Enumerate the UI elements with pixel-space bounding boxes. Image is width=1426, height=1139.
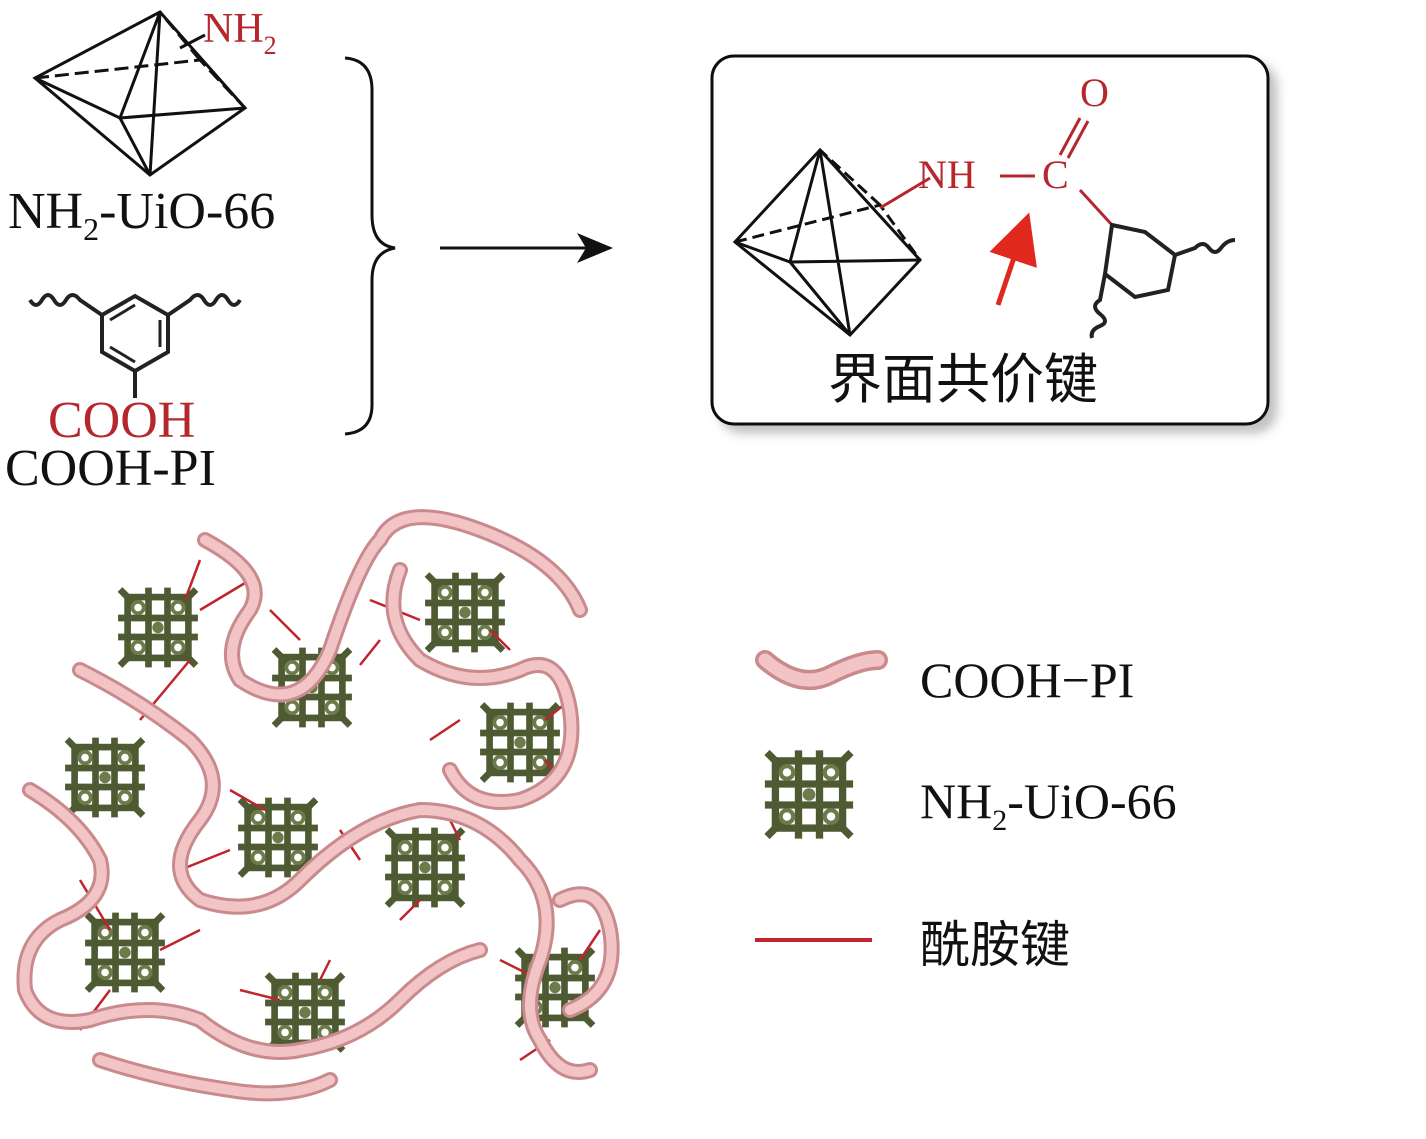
legend-ribbon-icon — [755, 650, 888, 690]
brace-icon — [344, 56, 396, 436]
polymer-name-label: COOH-PI — [5, 440, 216, 497]
legend-label-mof: NH2-UiO-66 — [920, 773, 1177, 837]
mof-crystal-icon — [480, 703, 560, 783]
composite-network — [16, 509, 620, 1102]
nh-label: NH — [918, 152, 976, 197]
mof-crystal-icon — [65, 738, 145, 818]
mof-crystal-icon — [85, 913, 165, 993]
mof-name-label: NH2-UiO-66 — [8, 183, 275, 247]
legend-mof-icon — [765, 750, 853, 838]
polymer-chains — [16, 509, 620, 1102]
amine-group-label: NH2 — [203, 6, 277, 60]
mof-crystal-icon — [385, 828, 465, 908]
red-pointer-arrow-icon — [989, 212, 1037, 306]
legend-label-amide: 酰胺键 — [920, 916, 1070, 974]
oxygen-label: O — [1080, 70, 1109, 115]
product-benzene-icon — [1089, 222, 1236, 339]
amide-link-line — [879, 176, 931, 210]
carbon-label: C — [1042, 152, 1069, 197]
carbonyl-double-bond — [1058, 117, 1114, 227]
mof-crystal-icon — [425, 573, 505, 653]
benzene-ring-icon — [28, 293, 242, 398]
legend: COOH−PI NH2-UiO-66 酰胺键 — [755, 650, 1177, 974]
acid-group-label: COOH — [48, 392, 195, 449]
interface-covalent-bond-caption: 界面共价键 — [828, 348, 1098, 411]
mof-octahedron-icon — [32, 10, 248, 177]
legend-label-polymer: COOH−PI — [920, 652, 1134, 708]
product-octahedron-icon — [732, 147, 923, 338]
